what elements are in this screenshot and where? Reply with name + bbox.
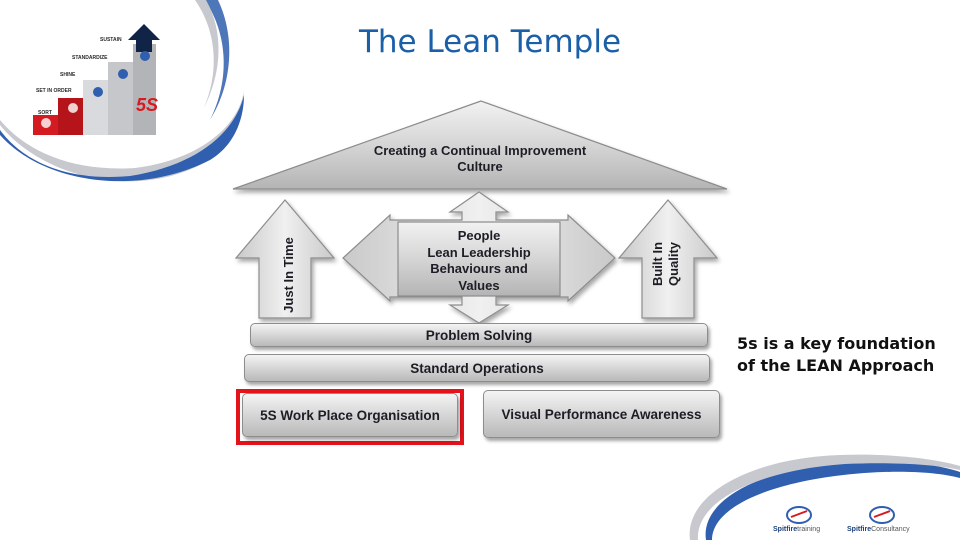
center-label-behaviours: Behaviours and: [430, 261, 528, 276]
center-label-people: People: [457, 228, 501, 243]
center-label-values: Values: [458, 277, 500, 293]
pillar-arrow-right: [617, 199, 719, 319]
spitfire-training-logo-icon: [786, 506, 812, 524]
5s-staircase-illustration: [33, 24, 160, 135]
five-s-highlight-frame: [236, 389, 464, 445]
stair-step-sustain: SUSTAIN: [100, 37, 122, 43]
stair-step-standardize: STANDARDIZE: [72, 55, 108, 61]
spitfire-training-logo: Spitfiretraining: [773, 526, 820, 533]
spitfire-consultancy-suffix: Consultancy: [871, 526, 910, 533]
bar-standard-operations: Standard Operations: [244, 354, 710, 382]
temple-roof: [232, 100, 728, 190]
pillar-arrow-left: [234, 199, 336, 319]
roof-label-line2: Culture: [457, 159, 503, 174]
5s-badge: 5S: [136, 95, 159, 115]
center-people-box: [397, 221, 561, 297]
spitfire-consultancy-brand: Spitfire: [847, 526, 872, 533]
side-note: 5s is a key foundation of the LEAN Appro…: [737, 333, 952, 377]
spitfire-consultancy-logo-icon: [869, 506, 895, 524]
center-label-lean-leadership: Lean Leadership: [427, 244, 531, 260]
stair-step-shine: SHINE: [60, 72, 76, 78]
page-title: The Lean Temple: [358, 24, 622, 60]
spitfire-training-brand: Spitfire: [773, 526, 798, 533]
stair-step-set-in-order: SET IN ORDER: [36, 88, 72, 94]
side-note-line1: 5s is a key foundation: [737, 334, 936, 353]
corner-swoosh-top-left: [0, 0, 244, 182]
center-label: People Lean Leadership Behaviours and Va…: [398, 228, 560, 294]
spitfire-consultancy-logo: SpitfireConsultancy: [847, 526, 910, 533]
bar-5s-work-place-organisation: 5S Work Place Organisation: [242, 393, 458, 437]
roof-label-line1: Creating a Continual Improvement: [373, 143, 587, 158]
roof-label: Creating a Continual Improvement Culture: [330, 143, 630, 175]
spitfire-training-suffix: training: [797, 526, 821, 533]
side-note-line2: of the LEAN Approach: [737, 356, 935, 375]
bar-visual-performance-awareness: Visual Performance Awareness: [483, 390, 720, 438]
bar-problem-solving: Problem Solving: [250, 323, 708, 347]
stair-step-sort: SORT: [38, 110, 52, 116]
